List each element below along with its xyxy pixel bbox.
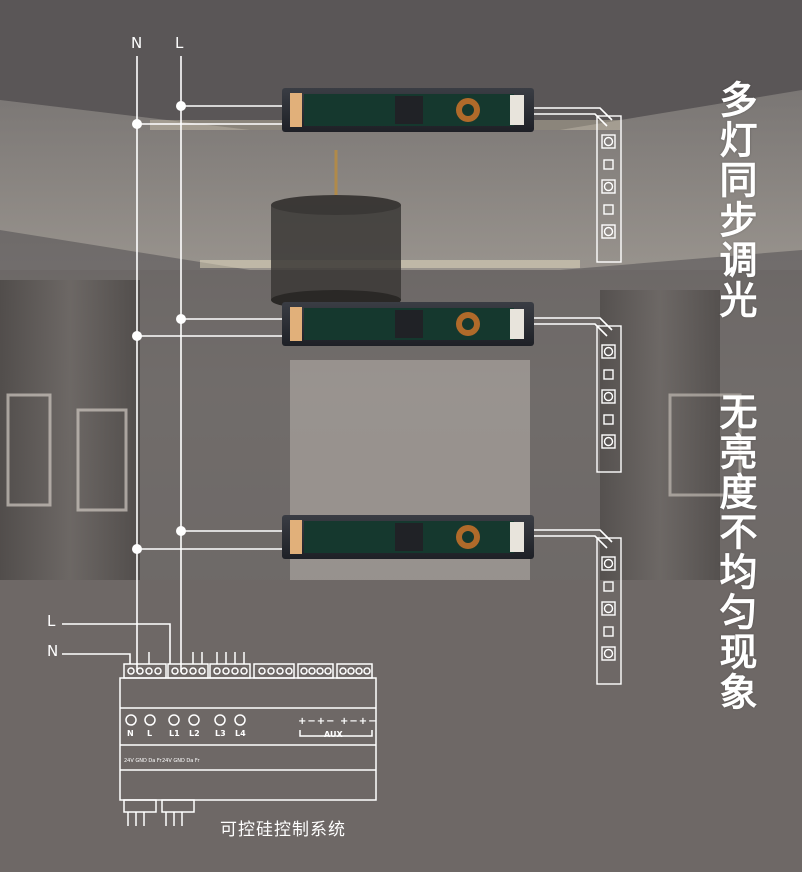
wire-label-n-top: N: [131, 34, 143, 52]
port-label-1: 24V GND Da Fr: [124, 758, 162, 764]
terminal-label-l3: L3: [215, 729, 226, 738]
controller-module-icon: [119, 652, 377, 826]
aux-polarity-signs: +−+− +−+−: [298, 716, 378, 727]
led-strip-icon: [596, 325, 622, 473]
pendant-lamp-icon: [271, 150, 401, 310]
terminal-label-l4: L4: [235, 729, 246, 738]
title-line-1: 多灯同步调光: [713, 80, 757, 320]
driver-icon: [282, 88, 534, 132]
driver-icon: [282, 302, 534, 346]
led-strip-icon: [596, 537, 622, 685]
terminal-label-n: N: [127, 729, 134, 738]
driver-icon: [282, 515, 534, 559]
aux-label: AUX: [324, 730, 343, 739]
terminal-label-l1: L1: [169, 729, 180, 738]
wire-label-l-input: L: [47, 612, 56, 630]
led-strip-icon: [596, 115, 622, 263]
wiring: [62, 56, 613, 672]
wire-label-l-top: L: [175, 34, 184, 52]
terminal-label-l2: L2: [189, 729, 200, 738]
port-label-2: 24V GND Da Fr: [162, 758, 200, 764]
title-line-2: 无亮度不均匀现象: [713, 392, 757, 712]
terminal-label-l: L: [147, 729, 153, 738]
wire-label-n-input: N: [47, 642, 59, 660]
junction-dots: [132, 101, 186, 554]
controller-caption: 可控硅控制系统: [220, 820, 346, 840]
